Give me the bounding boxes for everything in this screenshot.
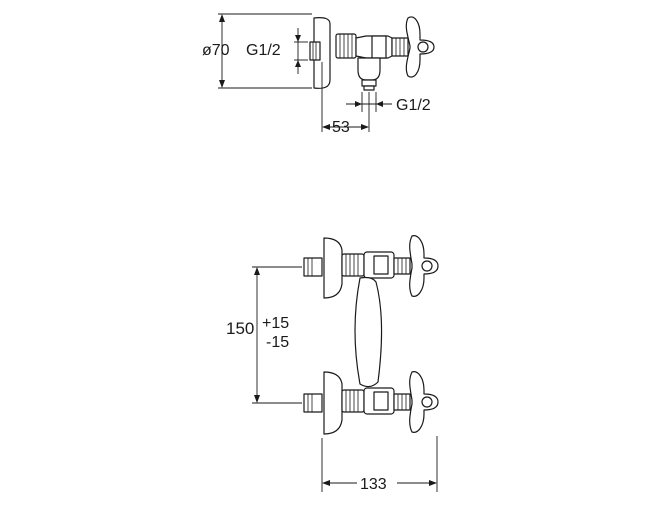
front-view: 150 +15 -15 133 <box>226 235 439 493</box>
tolerance-plus: +15 <box>262 315 289 332</box>
side-rosette <box>313 17 331 89</box>
lower-valve <box>303 371 439 435</box>
tolerance-minus: -15 <box>266 334 289 351</box>
spacing-label: 150 <box>226 319 254 338</box>
diameter-label: ø70 <box>202 42 230 59</box>
outlet-thread-label: G1/2 <box>396 97 431 114</box>
side-view: ø70 G1/2 G1/2 53 <box>202 13 435 136</box>
width-label: 133 <box>360 476 387 493</box>
side-union-nut <box>335 33 357 59</box>
connecting-body <box>354 276 383 388</box>
depth-label: 53 <box>332 119 350 136</box>
upper-valve <box>303 235 439 299</box>
side-outlet-elbow <box>357 57 381 81</box>
side-inlet-connector <box>309 41 321 61</box>
inlet-thread-label: G1/2 <box>246 42 281 59</box>
